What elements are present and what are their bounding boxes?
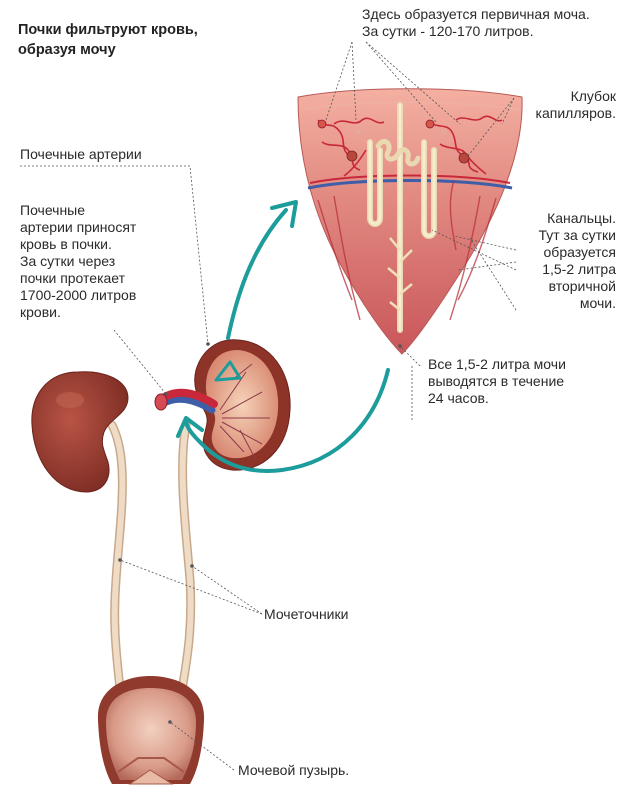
flow-arrow-return — [184, 368, 390, 473]
right-kidney — [194, 339, 291, 471]
label-capillary-glomerulus: Клубок капилляров. — [535, 88, 616, 121]
label-arteries-bring-blood: Почечные артерии приносят кровь в почки.… — [20, 202, 137, 320]
label-ureters: Мочеточники — [264, 606, 349, 622]
leader-lines — [20, 41, 517, 771]
label-bladder: Мочевой пузырь. — [238, 762, 350, 778]
title-line-2: образуя мочу — [18, 42, 116, 58]
diagram-title: Почки фильтруют кровь, образуя мочу — [18, 20, 198, 60]
label-all-urine-excreted: Все 1,5-2 литра мочи выводятся в течение… — [428, 356, 566, 406]
title-line-1: Почки фильтруют кровь, — [18, 22, 198, 38]
left-kidney — [31, 371, 129, 493]
flow-arrow-up — [226, 208, 288, 340]
label-tubules: Канальцы. Тут за сутки образуется 1,5-2 … — [538, 210, 616, 311]
label-primary-urine: Здесь образуется первичная моча. За сутк… — [362, 6, 590, 39]
label-renal-arteries: Почечные артерии — [20, 146, 142, 162]
flow-arrow-inside-kidney — [214, 360, 242, 382]
nephron-wedge — [297, 88, 523, 355]
bladder-shape — [97, 676, 205, 785]
